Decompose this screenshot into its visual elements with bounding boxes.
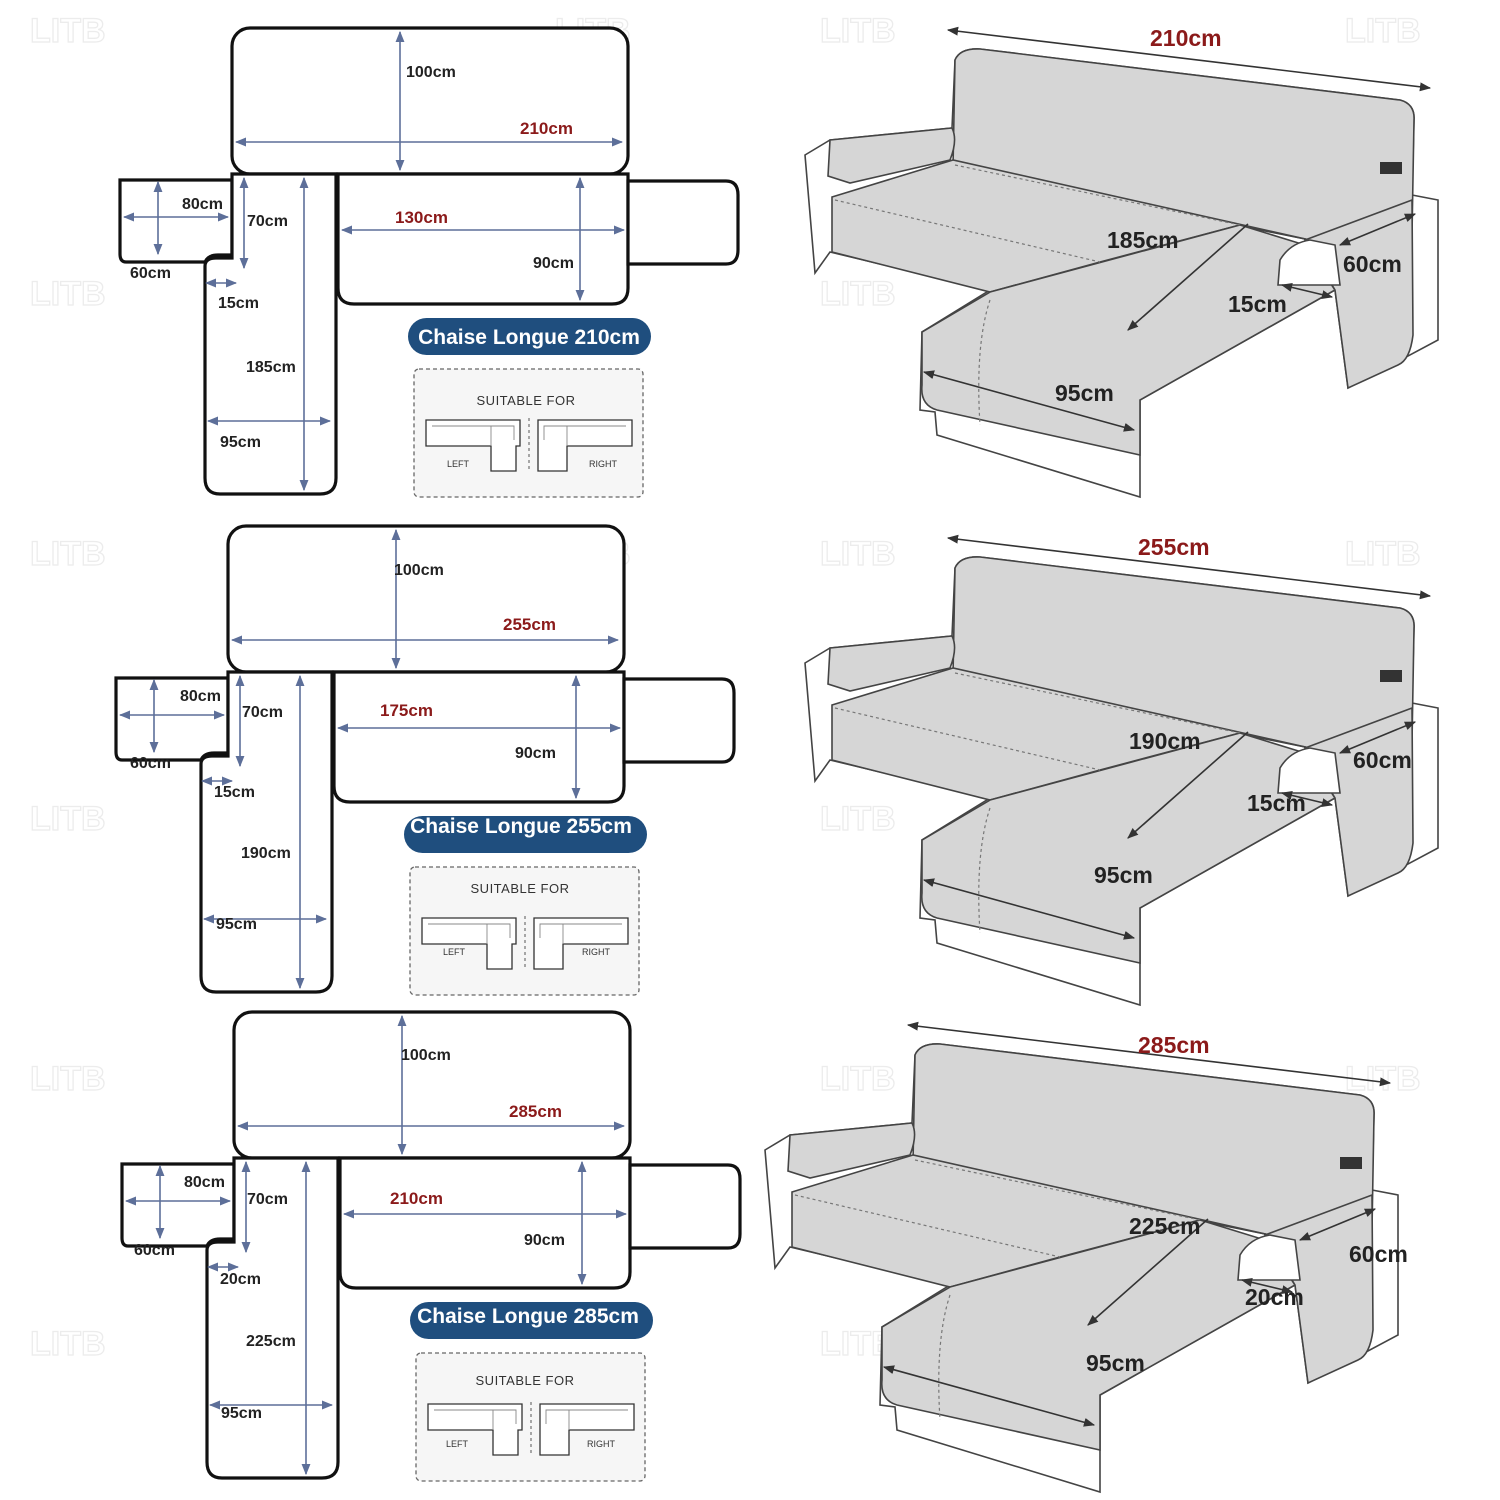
flap-label: 15cm: [218, 295, 259, 312]
flap-label: 15cm: [214, 784, 255, 801]
watermark-text: LITB: [820, 535, 896, 573]
watermark-text: LITB: [820, 275, 896, 313]
arm-width-label: 80cm: [184, 1174, 225, 1191]
pattern-255: 100cm 255cm 80cm 60cm 70cm 15cm 190cm 95…: [116, 526, 734, 995]
seat-width-label: 175cm: [380, 701, 433, 720]
chaise-length-label: 185cm: [246, 359, 296, 376]
back-height-label: 100cm: [394, 562, 444, 579]
sofa-chaise-label: 190cm: [1129, 728, 1201, 754]
arm-depth-label: 60cm: [134, 1242, 175, 1259]
sofa-width-label: 95cm: [1086, 1350, 1145, 1376]
seat-depth2-label: 90cm: [524, 1232, 565, 1249]
sofa-255: 255cm 190cm 60cm 15cm 95cm: [805, 534, 1438, 1005]
seat-depth-label: 70cm: [242, 704, 283, 721]
arm-depth-label: 60cm: [130, 755, 171, 772]
arm-width-label: 80cm: [180, 688, 221, 705]
right-label: RIGHT: [589, 459, 618, 469]
sofa-285: 285cm 225cm 60cm 20cm 95cm: [765, 1025, 1408, 1492]
back-width-label: 285cm: [509, 1102, 562, 1121]
left-label: LEFT: [446, 1439, 469, 1449]
suitable-for-label: SUITABLE FOR: [476, 1373, 575, 1388]
title-pill-text: Chaise Longue 210cm: [418, 326, 640, 349]
sofa-total-label: 210cm: [1150, 25, 1222, 51]
back-width-label: 255cm: [503, 615, 556, 634]
sofa-chaise-label: 185cm: [1107, 227, 1179, 253]
sofa-210: 210cm 185cm 60cm 15cm 95cm: [805, 25, 1438, 497]
title-pill-text: Chaise Longue 255cm: [410, 815, 632, 838]
watermark-text: LITB: [820, 12, 896, 50]
seat-depth2-label: 90cm: [533, 255, 574, 272]
sofa-flap-label: 15cm: [1228, 291, 1287, 317]
sofa-arm-label: 60cm: [1353, 747, 1412, 773]
arm-depth-label: 60cm: [130, 265, 171, 282]
watermark-text: LITB: [30, 535, 106, 573]
left-label: LEFT: [447, 459, 470, 469]
sofa-flap-label: 15cm: [1247, 790, 1306, 816]
sofa-total-label: 255cm: [1138, 534, 1210, 560]
watermark-text: LITB: [820, 800, 896, 838]
suitable-for-label: SUITABLE FOR: [477, 393, 576, 408]
watermark-text: LITB: [1345, 12, 1421, 50]
back-width-label: 210cm: [520, 119, 573, 138]
pattern-285: 100cm 285cm 80cm 60cm 70cm 20cm 225cm 95…: [122, 1012, 740, 1481]
seat-width-label: 130cm: [395, 208, 448, 227]
chaise-width-label: 95cm: [221, 1405, 262, 1422]
seat-depth-label: 70cm: [247, 213, 288, 230]
seat-depth2-label: 90cm: [515, 745, 556, 762]
chaise-length-label: 190cm: [241, 845, 291, 862]
watermark-text: LITB: [30, 800, 106, 838]
watermark-text: LITB: [30, 1325, 106, 1363]
watermark-text: LITB: [30, 12, 106, 50]
right-label: RIGHT: [587, 1439, 616, 1449]
seat-width-label: 210cm: [390, 1189, 443, 1208]
watermark-text: LITB: [1345, 535, 1421, 573]
chaise-width-label: 95cm: [216, 916, 257, 933]
title-pill-text: Chaise Longue 285cm: [417, 1305, 639, 1328]
sofa-total-label: 285cm: [1138, 1032, 1210, 1058]
sofa-chaise-label: 225cm: [1129, 1213, 1201, 1239]
suitable-for-label: SUITABLE FOR: [471, 881, 570, 896]
watermark-text: LITB: [30, 1060, 106, 1098]
sofa-width-label: 95cm: [1094, 862, 1153, 888]
seat-depth-label: 70cm: [247, 1191, 288, 1208]
watermark-text: LITB: [30, 275, 106, 313]
pattern-210: 100cm 210cm 80cm 60cm 70cm 15cm 185cm 95…: [120, 28, 738, 497]
sofa-arm-label: 60cm: [1343, 251, 1402, 277]
chaise-width-label: 95cm: [220, 434, 261, 451]
flap-label: 20cm: [220, 1271, 261, 1288]
chaise-length-label: 225cm: [246, 1333, 296, 1350]
sofa-width-label: 95cm: [1055, 380, 1114, 406]
sofa-arm-label: 60cm: [1349, 1241, 1408, 1267]
back-height-label: 100cm: [401, 1047, 451, 1064]
left-label: LEFT: [443, 947, 466, 957]
watermark-text: LITB: [820, 1060, 896, 1098]
back-height-label: 100cm: [406, 64, 456, 81]
right-label: RIGHT: [582, 947, 611, 957]
arm-width-label: 80cm: [182, 196, 223, 213]
sofa-flap-label: 20cm: [1245, 1284, 1304, 1310]
